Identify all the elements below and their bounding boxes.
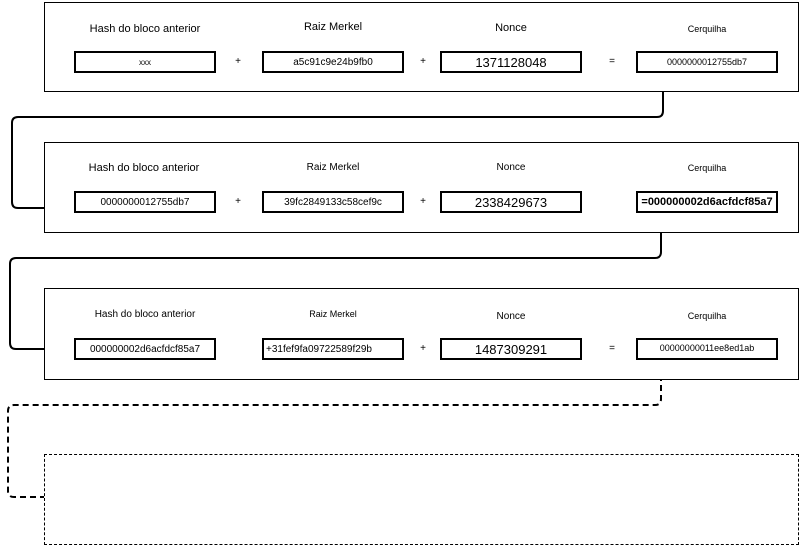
plus-operator: + <box>235 56 241 67</box>
link-block2-to-block3 <box>9 208 666 350</box>
plus-operator: + <box>420 343 426 354</box>
prev-hash-label: Hash do bloco anterior <box>94 309 196 320</box>
prev-hash-label: Hash do bloco anterior <box>89 23 201 35</box>
equals-operator: = <box>609 343 615 354</box>
merkle-root-field: a5c91c9e24b9fb0 <box>262 51 404 73</box>
block-hash-field: =000000002d6acfdcf85a7 <box>636 191 778 213</box>
block-2: Hash do bloco anterior Raiz Merkel Nonce… <box>44 142 799 233</box>
merkle-root-label: Raiz Merkel <box>309 309 357 319</box>
prev-hash-field: 0000000012755db7 <box>74 191 216 213</box>
link-block1-to-block2 <box>11 69 668 209</box>
merkle-root-field: +31fef9fa09722589f29b <box>262 338 404 360</box>
nonce-label: Nonce <box>496 311 526 322</box>
nonce-label: Nonce <box>495 22 527 34</box>
plus-operator: + <box>235 196 241 207</box>
nonce-field: 1487309291 <box>440 338 582 360</box>
next-block-placeholder <box>44 454 799 545</box>
nonce-field: 2338429673 <box>440 191 582 213</box>
hash-label: Cerquilha <box>687 163 727 173</box>
plus-operator: + <box>420 56 426 67</box>
merkle-root-label: Raiz Merkel <box>306 162 360 173</box>
block-hash-field: 00000000011ee8ed1ab <box>636 338 778 360</box>
nonce-field: 1371128048 <box>440 51 582 73</box>
plus-operator: + <box>420 196 426 207</box>
block-1: Hash do bloco anterior Raiz Merkel Nonce… <box>44 2 799 92</box>
block-hash-field: 0000000012755db7 <box>636 51 778 73</box>
merkle-root-field: 39fc2849133c58cef9c <box>262 191 404 213</box>
block-3: Hash do bloco anterior Raiz Merkel Nonce… <box>44 288 799 380</box>
prev-hash-field: xxx <box>74 51 216 73</box>
hash-label: Cerquilha <box>687 24 727 34</box>
hash-label: Cerquilha <box>687 311 727 321</box>
nonce-label: Nonce <box>496 162 526 173</box>
equals-operator: = <box>609 56 615 67</box>
merkle-root-label: Raiz Merkel <box>303 21 363 33</box>
prev-hash-label: Hash do bloco anterior <box>88 162 200 174</box>
prev-hash-field: 000000002d6acfdcf85a7 <box>74 338 216 360</box>
